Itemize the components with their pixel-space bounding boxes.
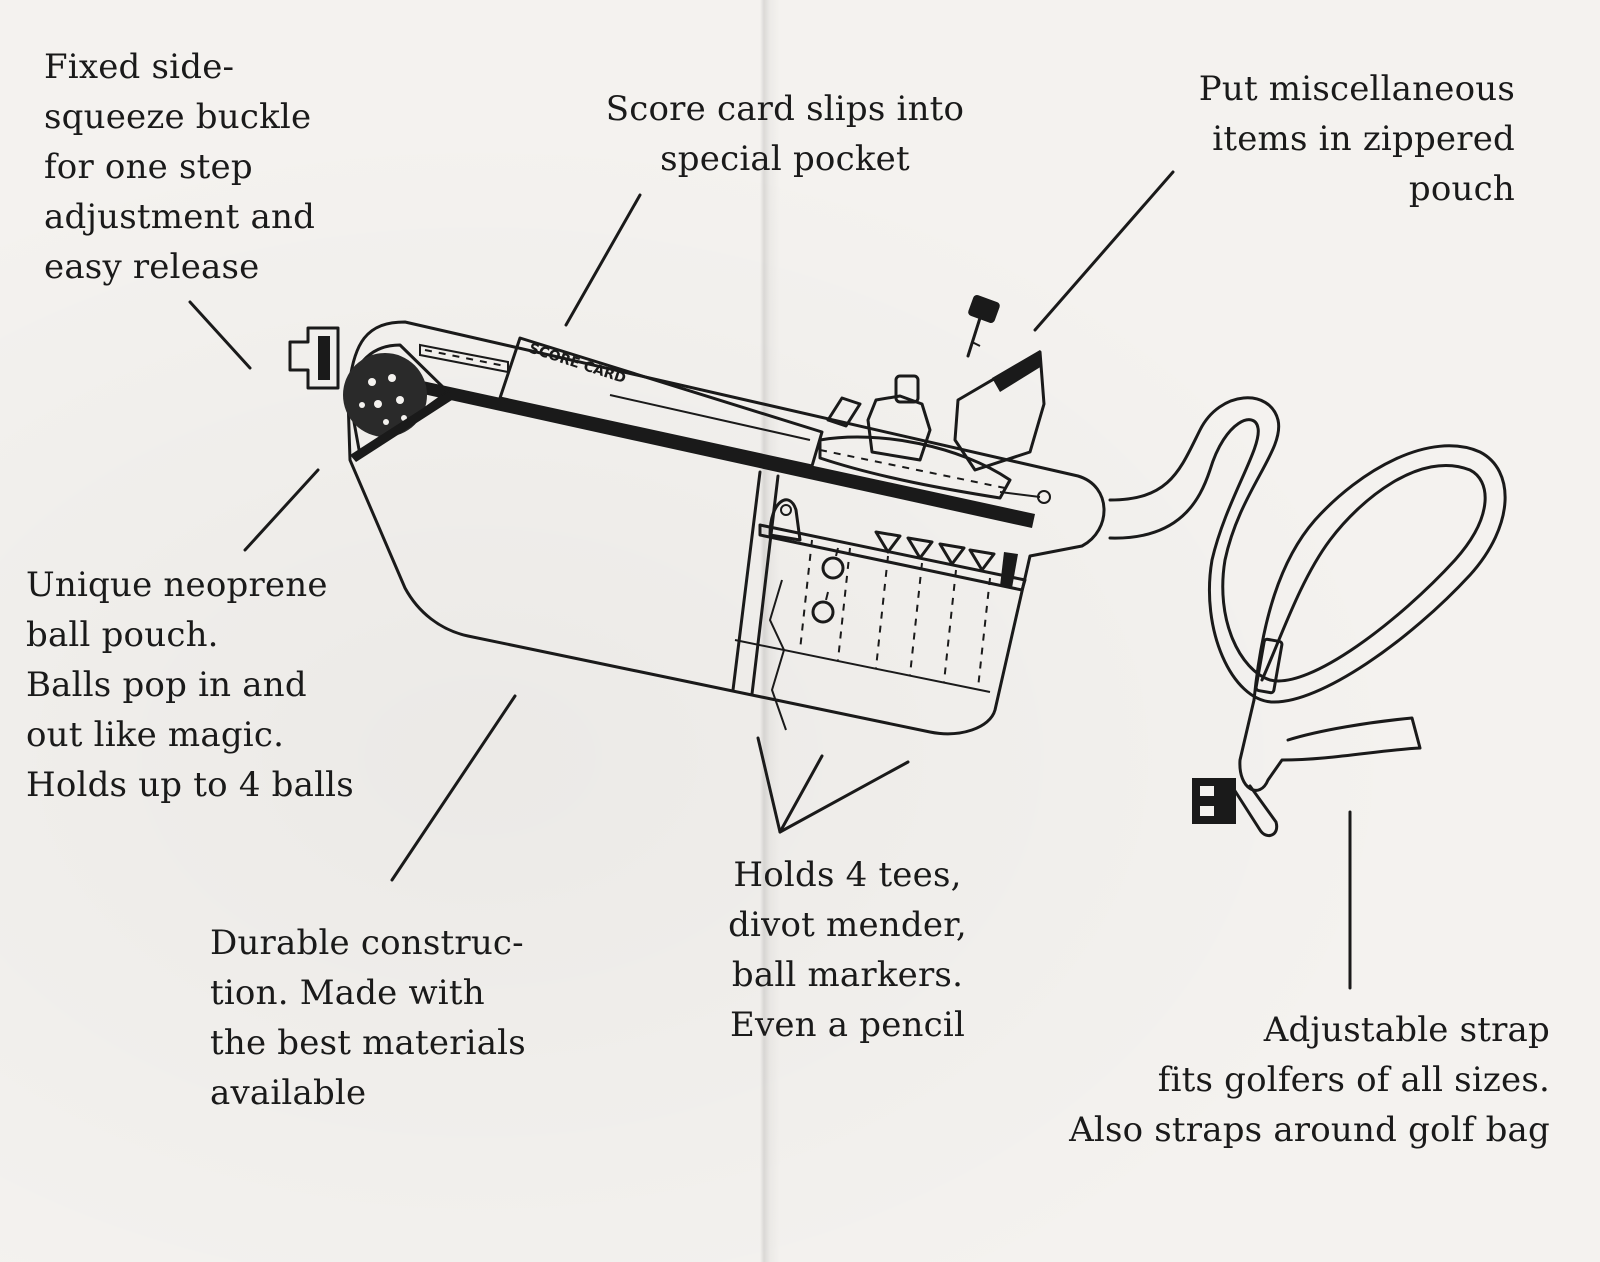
- zippered-pouch: [818, 295, 1051, 504]
- pencil-icon: [1000, 552, 1018, 588]
- callout-score-card: Score card slips into special pocket: [605, 89, 965, 179]
- leader-score-card: [564, 193, 642, 327]
- pouch-body: [346, 320, 1106, 736]
- pouch-outline: [346, 320, 1106, 736]
- score-card: SCORE CARD: [498, 336, 824, 468]
- leader-lines: [188, 170, 1352, 990]
- key-icon: [966, 295, 1000, 358]
- leader-ball-pouch: [243, 468, 320, 552]
- leader-tees-b: [778, 760, 910, 834]
- leader-zippered-pouch: [1033, 170, 1175, 332]
- leader-tees-a: [756, 736, 824, 834]
- tee-holder: [758, 498, 1027, 731]
- leader-construction: [390, 694, 517, 882]
- callout-buckle: Fixed side- squeeze buckle for one step …: [44, 47, 316, 287]
- score-card-label: SCORE CARD: [527, 341, 628, 387]
- strap-buckle-icon: [1192, 778, 1236, 824]
- ball-marker-icon: [821, 556, 845, 580]
- top-zipper: [419, 343, 509, 374]
- bottle-icon: [866, 394, 932, 462]
- tee-icons: [874, 530, 996, 572]
- divot-mender-icon: [768, 498, 802, 542]
- ball-pouch: [343, 343, 452, 462]
- adjustable-strap: [1108, 396, 1507, 838]
- callout-construction: Durable construc- tion. Made with the be…: [210, 923, 526, 1113]
- pouch-top-band: [414, 380, 1035, 528]
- leader-buckle: [188, 300, 252, 370]
- zipper-pull-icon: [826, 396, 862, 428]
- callout-zippered-pouch: Put miscellaneous items in zippered pouc…: [1198, 69, 1515, 209]
- side-buckle-icon: [288, 326, 340, 390]
- callout-ball-pouch: Unique neoprene ball pouch. Balls pop in…: [26, 565, 354, 805]
- strap-slider-icon: [1254, 637, 1284, 695]
- ball-marker-icon-2: [811, 600, 835, 624]
- callout-tees: Holds 4 tees, divot mender, ball markers…: [728, 855, 967, 1045]
- callout-strap: Adjustable strap fits golfers of all siz…: [1069, 1010, 1550, 1150]
- pouch-divider: [731, 470, 762, 692]
